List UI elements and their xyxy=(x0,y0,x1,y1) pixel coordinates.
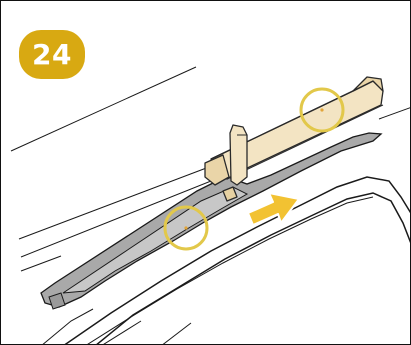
step-badge: 24 xyxy=(19,30,85,79)
step-number: 24 xyxy=(32,41,72,69)
